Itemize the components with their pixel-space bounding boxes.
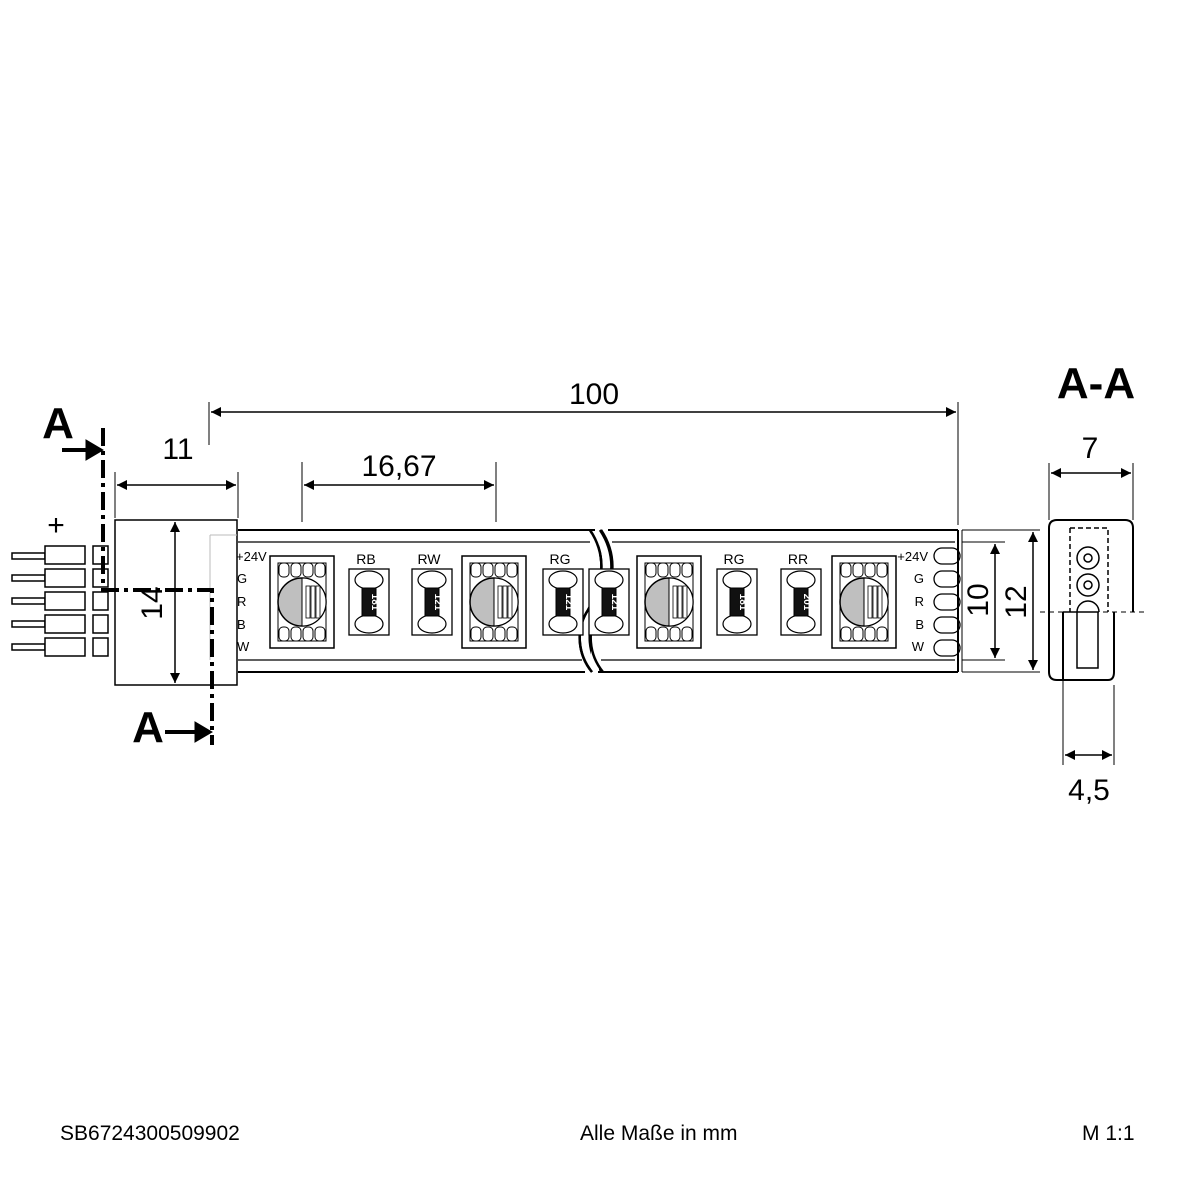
resistor: 121 RG <box>542 551 584 636</box>
article-number: SB6724300509902 <box>60 1122 240 1145</box>
pad-label-right-4: W <box>912 639 925 654</box>
section-title: A-A <box>1057 359 1135 408</box>
section-view <box>1040 519 1148 681</box>
pad-label-right-2: R <box>915 594 924 609</box>
resistor: 181 RG <box>716 551 758 636</box>
pad-label-left-2: R <box>237 594 246 609</box>
resistor-code: 181 <box>369 594 380 611</box>
section-arrows <box>62 439 213 743</box>
wire-1 <box>11 545 109 565</box>
resistor: 201 RR <box>780 551 822 636</box>
resistor-label: RG <box>724 551 745 567</box>
dim-connector-height: 14 <box>136 586 169 619</box>
resistor-code: 121 <box>563 594 574 611</box>
dim-section-width: 7 <box>1082 432 1099 465</box>
led-chips <box>269 555 897 649</box>
connector-wires <box>11 545 109 657</box>
resistor-code: 121 <box>432 594 443 611</box>
wire-3 <box>11 591 109 611</box>
left-pads: +24V G R B W <box>236 549 267 654</box>
resistor-label: RR <box>788 551 808 567</box>
wire-4 <box>11 614 109 634</box>
resistor: 121 RW <box>411 551 453 636</box>
section-marker-bottom: A <box>132 703 164 752</box>
wire-5 <box>11 637 109 657</box>
pad-label-left-4: W <box>237 639 250 654</box>
pad-label-left-1: G <box>237 571 247 586</box>
plus-sign: + <box>47 509 65 542</box>
resistor-label: RB <box>356 551 375 567</box>
led-chip <box>636 555 702 649</box>
led-chip <box>269 555 335 649</box>
connector-housing <box>114 519 238 686</box>
resistor-label: RG <box>550 551 571 567</box>
resistor: 181 RB <box>348 551 390 636</box>
strip-extension-lines <box>962 529 1040 673</box>
led-chip <box>461 555 527 649</box>
units-note: Alle Maße in mm <box>580 1122 738 1145</box>
resistor-code: 181 <box>737 594 748 611</box>
resistor: 121 <box>588 568 630 636</box>
dimension-lines <box>114 402 1134 765</box>
section-line <box>101 428 214 745</box>
pad-label-right-0: +24V <box>897 549 928 564</box>
pad-label-left-3: B <box>237 617 246 632</box>
section-marker-top: A <box>42 399 74 448</box>
scale-label: M 1:1 <box>1082 1122 1135 1145</box>
led-chip <box>831 555 897 649</box>
dim-strip-outer-width: 12 <box>1000 585 1033 618</box>
pad-label-right-3: B <box>915 617 924 632</box>
dim-connector-length: 11 <box>162 433 193 466</box>
resistor-code: 121 <box>609 594 620 611</box>
wire-2 <box>11 568 109 588</box>
dim-strip-inner-width: 10 <box>962 583 995 616</box>
resistors: 181 RB 121 RW 121 RG 121 181 RG 201 RR <box>348 551 822 636</box>
dim-total-length: 100 <box>569 378 619 411</box>
resistor-label: RW <box>417 551 441 567</box>
dim-pitch: 16,67 <box>361 450 436 483</box>
dim-section-height: 4,5 <box>1068 774 1110 807</box>
pad-label-right-1: G <box>914 571 924 586</box>
pad-label-left-0: +24V <box>236 549 267 564</box>
resistor-code: 201 <box>801 594 812 611</box>
right-pads: +24V G R B W <box>897 547 961 657</box>
